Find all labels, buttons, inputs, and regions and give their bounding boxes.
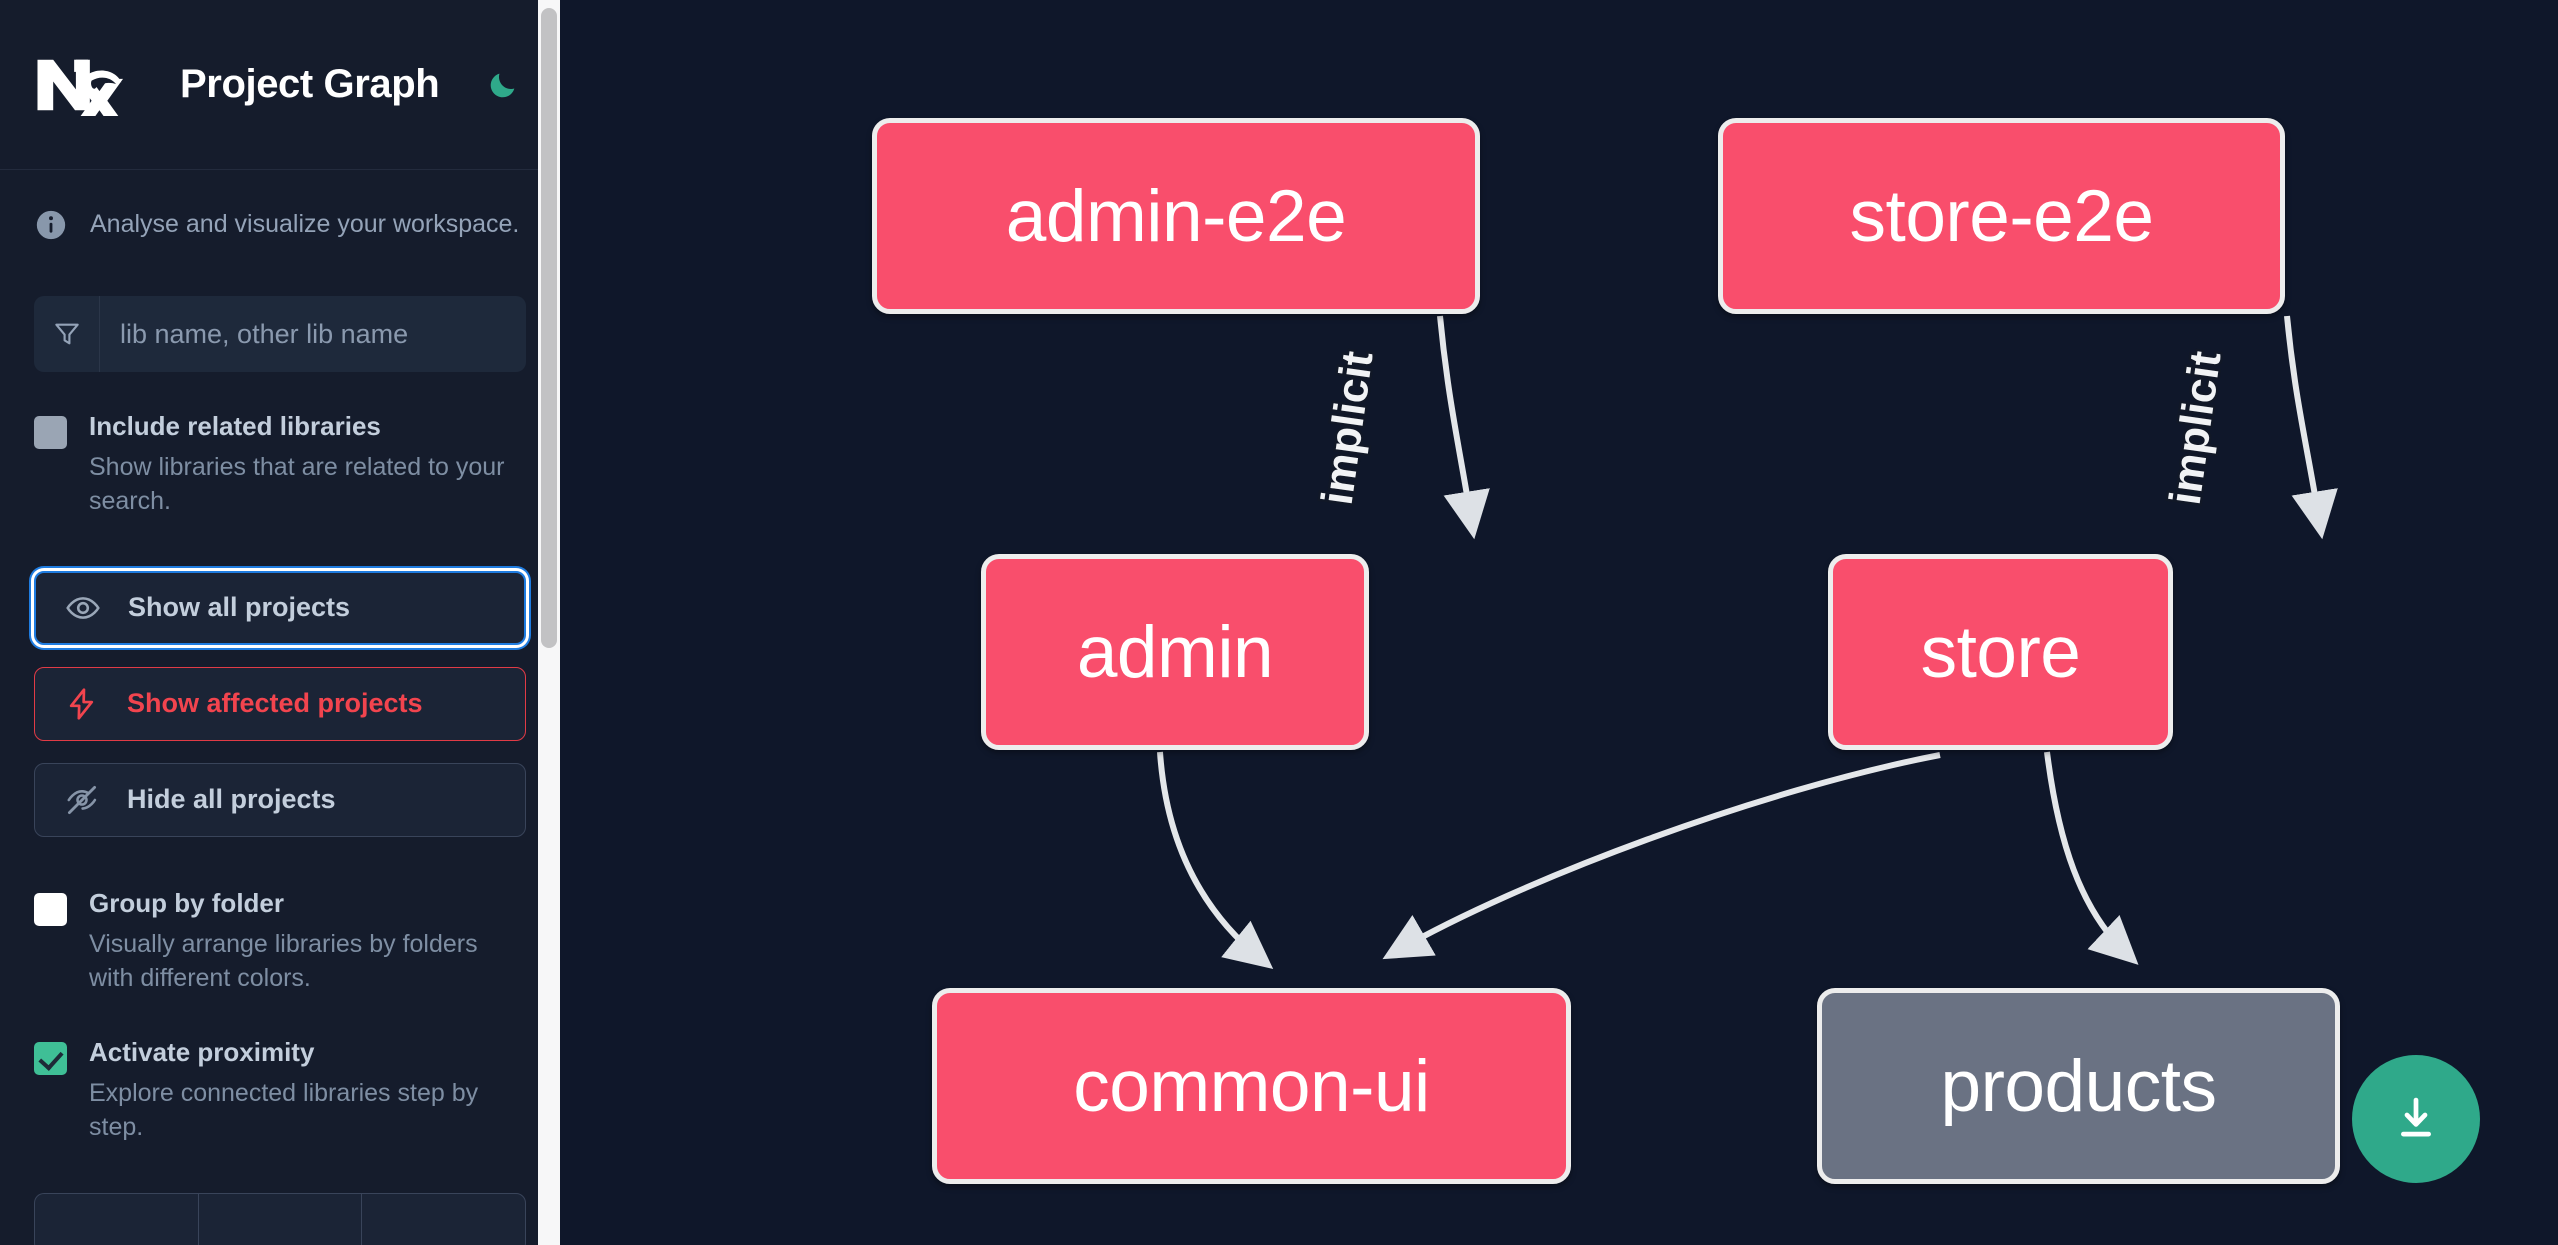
graph-node-admin-e2e[interactable]: admin-e2e [872,118,1480,314]
graph-canvas[interactable]: implicit implicit admin-e2e store-e2e ad… [560,0,2558,1245]
moon-icon[interactable] [481,63,525,107]
edge-store-to-products [2044,751,2139,965]
eye-icon [64,589,102,627]
filter-funnel-icon [34,296,100,372]
node-label: common-ui [1073,1045,1430,1127]
sidebar-tagline: Analyse and visualize your workspace. [0,170,560,242]
checkbox-box[interactable] [34,892,67,926]
lightning-icon [63,685,101,723]
search-field[interactable] [34,296,526,372]
checkbox-box[interactable] [34,416,67,449]
hide-all-projects-button[interactable]: Hide all projects [34,762,526,837]
edge-admin-to-common-ui [1157,751,1274,970]
node-label: products [1940,1045,2218,1127]
checkbox-label: Include related libraries [89,411,381,441]
node-label: admin-e2e [1005,175,1347,257]
graph-node-common-ui[interactable]: common-ui [932,988,1571,1184]
search-input[interactable] [100,296,526,372]
info-icon [34,208,68,242]
sidebar-scrollbar-track[interactable] [538,0,560,1245]
button-label: Show affected projects [127,688,423,719]
sidebar-body: Include related libraries Show libraries… [0,296,560,1245]
page-title: Project Graph [180,62,440,106]
button-label: Show all projects [128,592,351,623]
download-icon [2401,1097,2431,1137]
checkbox-group-by-folder[interactable]: Group by folder Visually arrange librari… [34,887,526,996]
graph-node-store[interactable]: store [1828,554,2173,750]
checkbox-description: Visually arrange libraries by folders wi… [89,929,478,993]
checkbox-include-related-libraries[interactable]: Include related libraries Show libraries… [34,411,526,519]
edge-store-to-common-ui [1382,752,1941,960]
checkbox-description: Explore connected libraries step by step… [89,1078,479,1142]
nx-logo [34,54,130,123]
edge-group [1157,315,2338,970]
segment-option[interactable] [361,1192,527,1245]
node-label: store-e2e [1849,175,2154,257]
proximity-step-segmented-control[interactable] [34,1192,527,1245]
sidebar-header: Project Graph [0,0,560,170]
visibility-button-group: Show all projects Show affected projects [34,570,526,837]
sidebar-scrollbar-thumb[interactable] [541,8,557,648]
sidebar: Project Graph Analyse and visualize your… [0,0,560,1245]
node-label: admin [1076,611,1274,693]
edge-store-e2e-to-store [2284,315,2338,540]
checkbox-activate-proximity[interactable]: Activate proximity Explore connected lib… [34,1036,526,1145]
edge-label-group: implicit implicit [1310,345,2233,510]
button-label: Hide all projects [127,784,336,815]
checkbox-description: Show libraries that are related to your … [89,452,505,516]
checkbox-label: Activate proximity [89,1036,315,1067]
checkbox-label: Group by folder [89,887,284,918]
tagline-text: Analyse and visualize your workspace. [90,210,520,238]
checkbox-box[interactable] [34,1041,67,1075]
download-image-button[interactable] [2352,1055,2480,1183]
segment-option[interactable] [197,1192,362,1245]
segment-option[interactable] [34,1192,198,1245]
edge-label-implicit-admin: implicit [1313,348,1383,508]
graph-node-store-e2e[interactable]: store-e2e [1718,118,2285,314]
graph-edges: implicit implicit [1157,315,2338,970]
node-label: store [1920,611,2081,693]
show-all-projects-button[interactable]: Show all projects [34,570,526,645]
edge-admin-e2e-to-admin [1437,315,1490,540]
show-affected-projects-button[interactable]: Show affected projects [34,666,526,741]
eye-off-icon [63,781,101,819]
edge-label-implicit-store: implicit [2161,348,2231,508]
graph-node-admin[interactable]: admin [981,554,1369,750]
graph-node-products[interactable]: products [1817,988,2340,1184]
